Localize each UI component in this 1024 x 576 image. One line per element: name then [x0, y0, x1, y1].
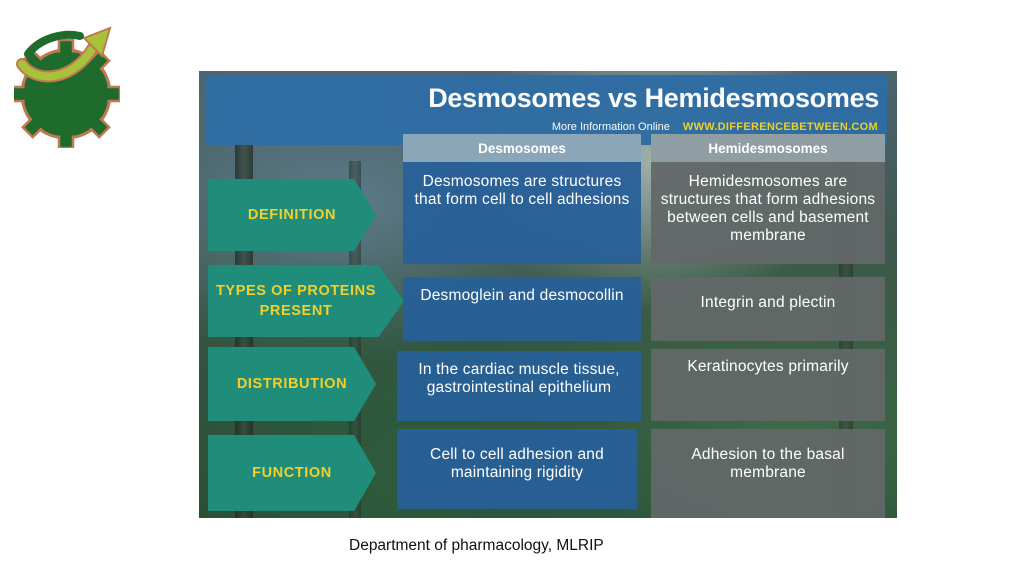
row-label-distribution: DISTRIBUTION: [208, 347, 376, 421]
column-header-desmosomes: Desmosomes: [403, 134, 641, 162]
cell-hemidesmosomes-definition: Hemidesmosomes are structures that form …: [651, 162, 885, 264]
row-label-definition: DEFINITION: [208, 179, 376, 251]
row-label-function: FUNCTION: [208, 435, 376, 511]
institution-logo: [10, 24, 122, 150]
cell-hemidesmosomes-distribution: Keratinocytes primarily: [651, 349, 885, 421]
cell-desmosomes-distribution: In the cardiac muscle tissue, gastrointe…: [397, 351, 641, 421]
cell-desmosomes-function: Cell to cell adhesion and maintaining ri…: [397, 429, 637, 509]
website-link: WWW.DIFFERENCEBETWEEN.COM: [682, 121, 878, 133]
column-header-hemidesmosomes: Hemidesmosomes: [651, 134, 885, 162]
cell-desmosomes-proteins: Desmoglein and desmocollin: [403, 277, 641, 341]
more-info-text: More Information Online: [551, 121, 670, 133]
comparison-infographic: Desmosomes vs Hemidesmosomes More Inform…: [199, 71, 897, 518]
gear-arrow-logo-icon: [10, 26, 122, 150]
infographic-title: Desmosomes vs Hemidesmosomes: [428, 83, 879, 113]
cell-desmosomes-definition: Desmosomes are structures that form cell…: [403, 162, 641, 264]
infographic-header: Desmosomes vs Hemidesmosomes More Inform…: [205, 75, 887, 145]
cell-hemidesmosomes-proteins: Integrin and plectin: [651, 277, 885, 341]
more-info-line: More Information Online WWW.DIFFERENCEBE…: [552, 121, 878, 133]
row-label-types-of-proteins: TYPES OF PROTEINS PRESENT: [208, 265, 404, 337]
slide-footer: Department of pharmacology, MLRIP: [349, 537, 604, 554]
cell-hemidesmosomes-function: Adhesion to the basal membrane: [651, 429, 885, 518]
